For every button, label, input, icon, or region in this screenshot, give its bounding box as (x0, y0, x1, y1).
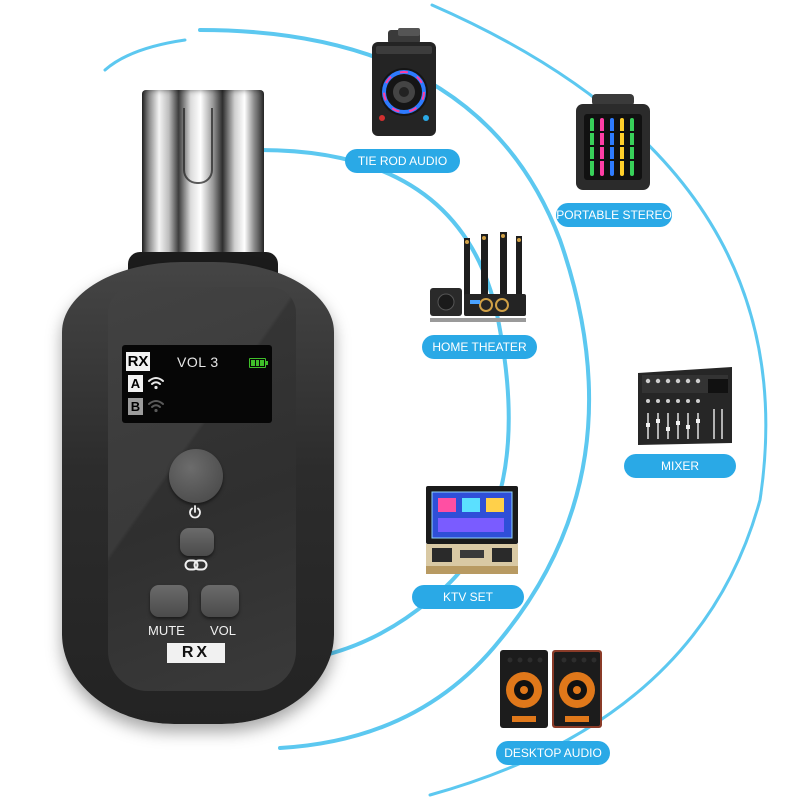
desktop-speakers-icon (500, 650, 602, 728)
wifi-weak-icon (148, 400, 164, 413)
display-channel-a: A (128, 375, 143, 392)
signal-arc-left (103, 38, 187, 72)
mixer-icon (638, 367, 732, 445)
link-icon (184, 559, 208, 571)
party-speaker-icon (372, 28, 436, 136)
display-volume: VOL 3 (177, 354, 219, 370)
display-channel-b: B (128, 398, 143, 415)
battery-tip (266, 361, 268, 365)
display-mode: RX (126, 352, 150, 371)
device-label-tie-rod-audio: TIE ROD AUDIO (345, 149, 460, 173)
ktv-icon (426, 486, 518, 574)
volume-button[interactable] (201, 585, 239, 617)
home-theater-icon (430, 232, 526, 322)
wifi-signal-icon (148, 377, 164, 390)
brand-logo (183, 108, 213, 184)
mute-button[interactable] (150, 585, 188, 617)
device-label-ktv-set: KTV SET (412, 585, 524, 609)
portable-speaker-icon (576, 94, 650, 190)
device-label-mixer: MIXER (624, 454, 736, 478)
vol-label: VOL (210, 623, 237, 638)
device-label-home-theater: HOME THEATER (422, 335, 537, 359)
battery-icon (249, 358, 266, 368)
power-knob[interactable] (169, 449, 223, 503)
power-icon (189, 505, 201, 519)
device-label-portable-stereo: PORTABLE STEREO (556, 203, 672, 227)
device-label-desktop-audio: DESKTOP AUDIO (496, 741, 610, 765)
pair-button[interactable] (180, 528, 214, 556)
rx-nameplate: RX (167, 643, 225, 663)
signal-arc-inner (258, 148, 511, 662)
mute-label: MUTE (148, 623, 185, 638)
